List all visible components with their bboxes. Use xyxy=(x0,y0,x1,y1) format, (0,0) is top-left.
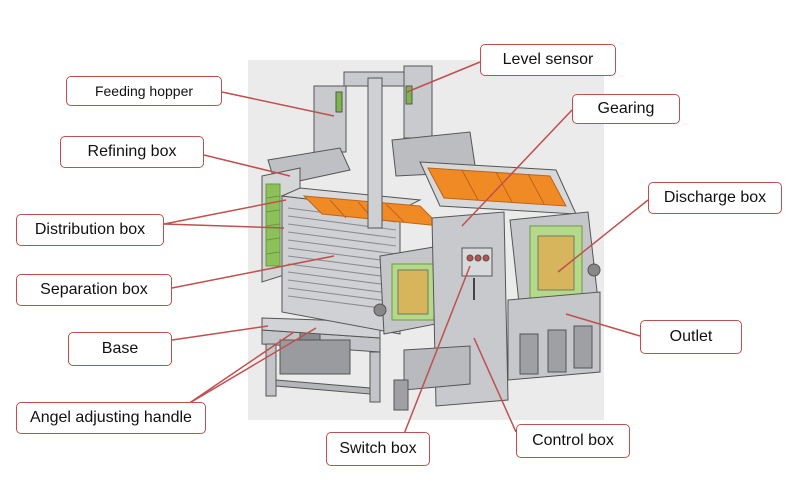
leader-lines xyxy=(163,61,649,435)
machine-base xyxy=(261,317,381,403)
leader-discharge-box xyxy=(557,199,649,273)
centre-frame xyxy=(343,65,509,407)
leader-base xyxy=(171,325,269,341)
label-distribution-box: Distribution box xyxy=(16,214,164,246)
label-control-box: Control box xyxy=(516,424,630,458)
label-gearing: Gearing xyxy=(572,94,680,124)
right-box xyxy=(393,161,601,411)
leader-level-sensor xyxy=(406,61,481,93)
label-switch-box: Switch box xyxy=(326,432,430,466)
label-base: Base xyxy=(68,332,172,366)
leader-refining-box xyxy=(203,154,291,177)
leader-gearing xyxy=(461,109,573,227)
label-outlet: Outlet xyxy=(640,320,742,354)
label-refining-box: Refining box xyxy=(60,136,204,168)
leader-distribution-box-1 xyxy=(163,199,287,225)
label-discharge-box: Discharge box xyxy=(648,182,782,214)
separation-box xyxy=(280,187,447,335)
label-angel-adjusting-handle: Angel adjusting handle xyxy=(16,402,206,434)
leader-separation-box xyxy=(171,255,335,289)
leader-distribution-box-2 xyxy=(163,223,285,229)
label-separation-box: Separation box xyxy=(16,274,172,306)
leader-feeding-hopper xyxy=(221,91,335,117)
leader-switch-box xyxy=(403,265,471,435)
leader-angel-adjusting-handle-1 xyxy=(187,331,295,405)
leader-control-box xyxy=(473,337,517,433)
leader-outlet xyxy=(565,313,641,337)
label-level-sensor: Level sensor xyxy=(480,44,616,76)
leader-angel-adjusting-handle-2 xyxy=(187,327,317,405)
label-feeding-hopper: Feeding hopper xyxy=(66,76,222,106)
